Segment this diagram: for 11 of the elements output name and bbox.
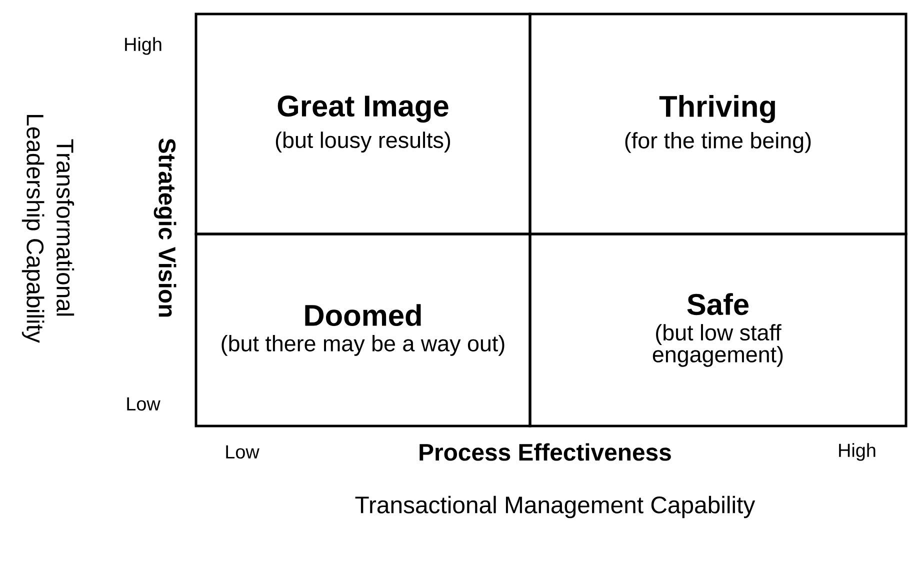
axis-title: Transactional Management Capability — [355, 496, 756, 518]
quadrant-box: Safe (but low staff engagement) — [528, 232, 908, 428]
axis-label: Strategic Vision — [154, 138, 176, 317]
quadrant-box: Thriving (for the time being) — [528, 12, 908, 236]
axis-tick-label: Low — [226, 445, 260, 459]
axis-tick-label: High — [125, 37, 162, 55]
quadrant-box: Great Image (but lousy results) — [194, 12, 532, 236]
quadrant-box: Doomed (but there may be a way out) — [194, 232, 532, 428]
axis-title: Transformational Leadership Capability — [22, 115, 74, 343]
axis-label: Process Effectiveness — [420, 443, 671, 461]
axis-tick-label: Low — [127, 397, 160, 411]
